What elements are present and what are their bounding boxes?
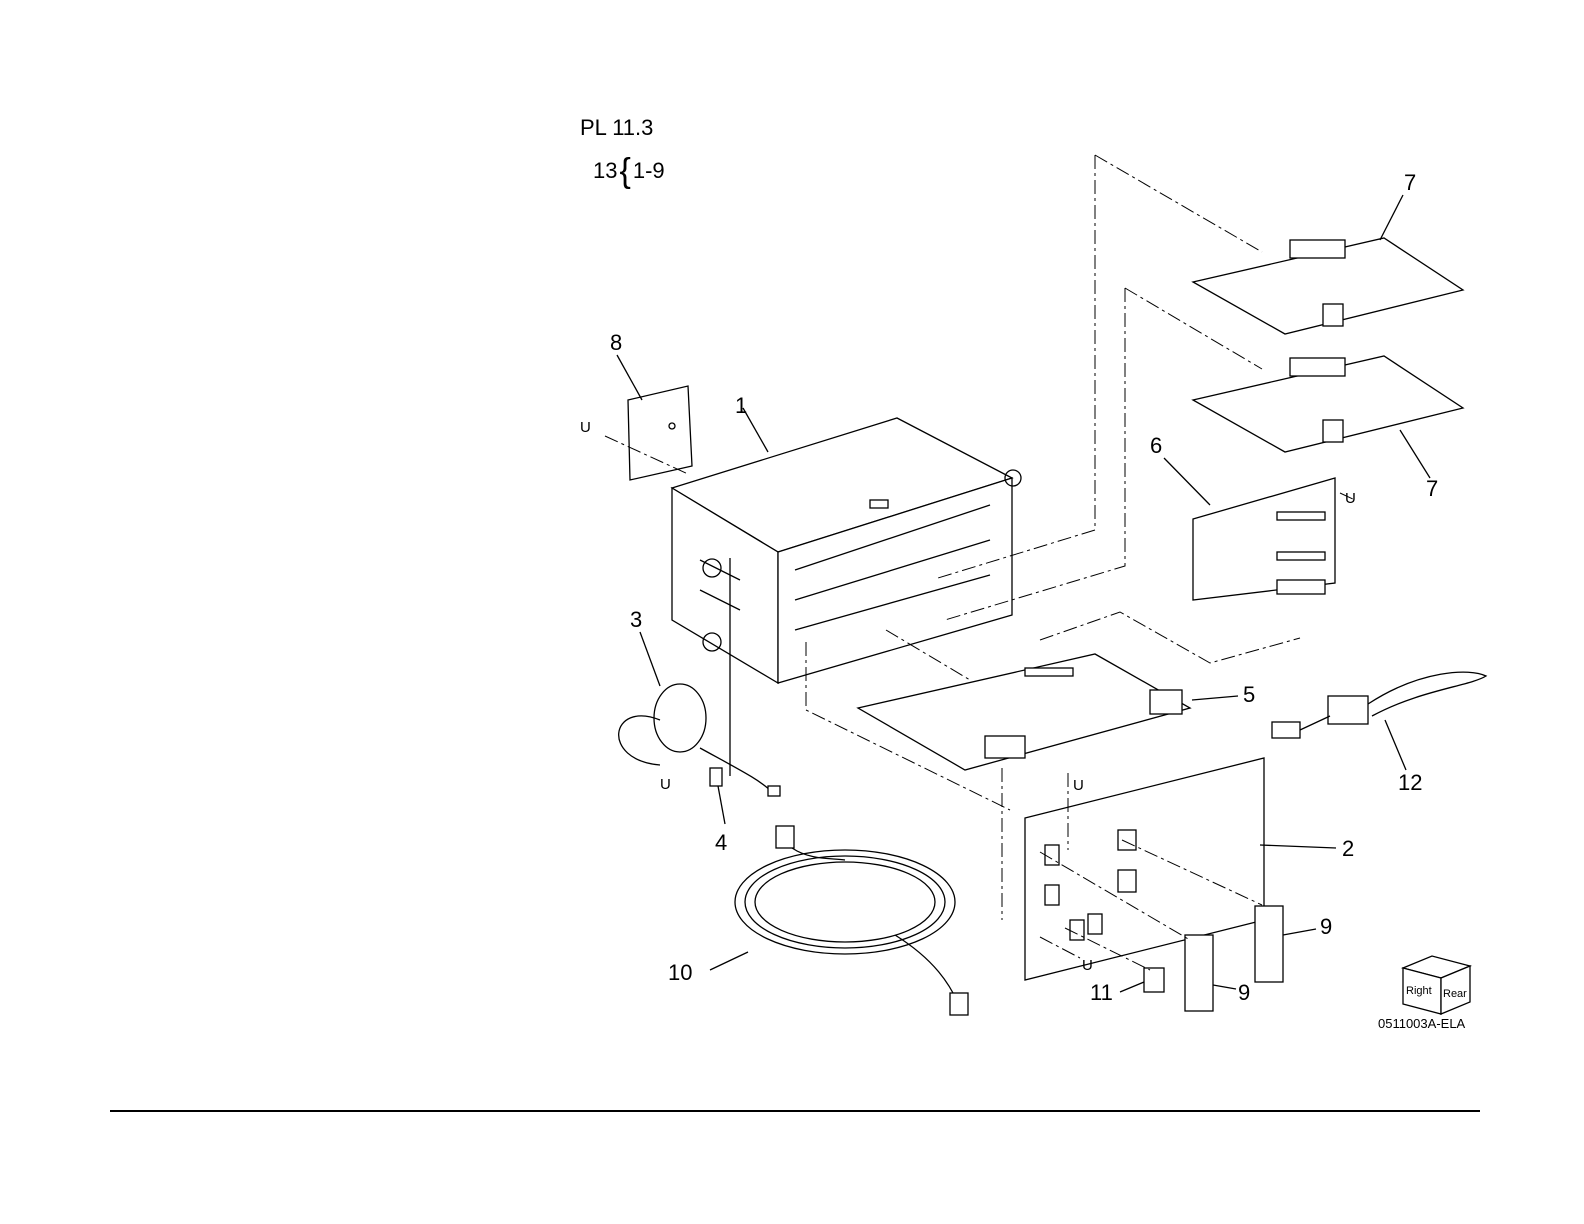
- cover-11-drawing: [1144, 968, 1164, 992]
- board-6-drawing: [1193, 478, 1335, 600]
- speaker-3-drawing: [619, 684, 780, 796]
- cable-12-drawing: [1272, 672, 1486, 738]
- orientation-right: Right: [1406, 985, 1432, 997]
- callout-4: 4: [715, 830, 727, 855]
- u-mark-8: U: [580, 419, 591, 436]
- board-7b-drawing: [1193, 356, 1463, 452]
- u-mark-6: U: [1345, 490, 1356, 507]
- orientation-cube: Right Rear: [1403, 956, 1470, 1014]
- callout-12: 12: [1398, 770, 1422, 795]
- chassis-drawing: [672, 418, 1021, 683]
- board-5-drawing: [858, 654, 1190, 770]
- orientation-rear: Rear: [1443, 988, 1467, 1000]
- cover-9b-drawing: [1255, 906, 1283, 982]
- board-7a-drawing: [1193, 238, 1463, 334]
- callout-6: 6: [1150, 433, 1162, 458]
- figure-code: 0511003A-ELA: [1378, 1016, 1465, 1031]
- callout-7-lower: 7: [1426, 476, 1438, 501]
- callout-2: 2: [1342, 836, 1354, 861]
- cover-9a-drawing: [1185, 935, 1213, 1011]
- callout-9-left: 9: [1238, 980, 1250, 1005]
- callout-9-right: 9: [1320, 914, 1332, 939]
- plate-2-drawing: [1025, 758, 1264, 980]
- callout-7-upper: 7: [1404, 170, 1416, 195]
- u-mark-2-top: U: [1073, 777, 1084, 794]
- cable-10-drawing: [735, 826, 968, 1015]
- callout-3: 3: [630, 607, 642, 632]
- callout-8: 8: [610, 330, 622, 355]
- callout-11: 11: [1090, 980, 1113, 1005]
- bracket-8-drawing: [628, 386, 692, 480]
- u-mark-2-bottom: U: [1082, 957, 1093, 974]
- callout-5: 5: [1243, 682, 1255, 707]
- footer-rule: [110, 1110, 1480, 1112]
- u-mark-4: U: [660, 776, 671, 793]
- callout-10: 10: [668, 960, 692, 985]
- callout-1: 1: [735, 393, 747, 418]
